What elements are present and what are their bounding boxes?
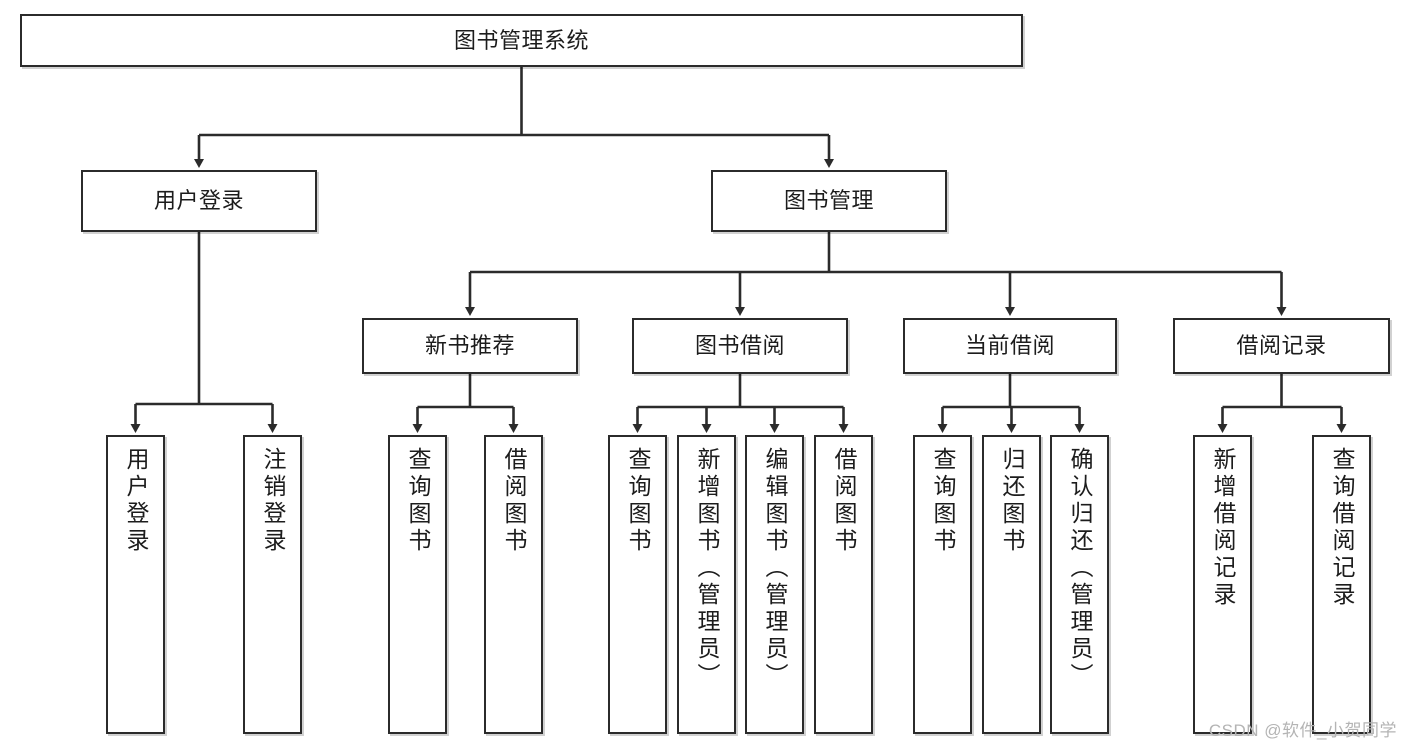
node-root-label: 图书管理系统 xyxy=(453,27,589,53)
node-user-login[interactable]: 用户登录 xyxy=(81,170,317,232)
node-book-borrow[interactable]: 图书借阅 xyxy=(632,318,848,374)
node-root[interactable]: 图书管理系统 xyxy=(20,14,1023,67)
node-book-manage-label: 图书管理 xyxy=(783,188,874,214)
node-current-borrow[interactable]: 当前借阅 xyxy=(903,318,1117,374)
node-new-book-recommend-label: 新书推荐 xyxy=(424,333,515,359)
node-leaf-add-borrow-record-label: 新增借阅记录 xyxy=(1210,447,1236,609)
node-borrow-record-label: 借阅记录 xyxy=(1236,333,1327,359)
node-leaf-borrow-book-rec-label: 借阅图书 xyxy=(501,447,527,555)
node-leaf-add-book-admin-label: 新增图书（管理员） xyxy=(694,447,720,690)
node-leaf-query-borrow-record[interactable]: 查询借阅记录 xyxy=(1312,435,1371,734)
node-leaf-edit-book-admin-label: 编辑图书（管理员） xyxy=(762,447,788,690)
node-leaf-query-book-rec[interactable]: 查询图书 xyxy=(388,435,447,734)
node-leaf-add-book-admin[interactable]: 新增图书（管理员） xyxy=(677,435,736,734)
node-leaf-confirm-return-admin-label: 确认归还（管理员） xyxy=(1067,447,1093,690)
node-leaf-logout-login-label: 注销登录 xyxy=(260,447,286,555)
node-leaf-query-book-cur[interactable]: 查询图书 xyxy=(913,435,972,734)
node-leaf-logout-login[interactable]: 注销登录 xyxy=(243,435,302,734)
node-leaf-query-book-borrow[interactable]: 查询图书 xyxy=(608,435,667,734)
watermark-text: CSDN @软件_小贺同学 xyxy=(1208,721,1397,740)
node-leaf-query-book-cur-label: 查询图书 xyxy=(930,447,956,555)
node-book-borrow-label: 图书借阅 xyxy=(694,333,785,359)
node-leaf-edit-book-admin[interactable]: 编辑图书（管理员） xyxy=(745,435,804,734)
node-leaf-user-login[interactable]: 用户登录 xyxy=(106,435,165,734)
node-leaf-query-book-rec-label: 查询图书 xyxy=(405,447,431,555)
node-leaf-borrow-book[interactable]: 借阅图书 xyxy=(814,435,873,734)
node-book-manage[interactable]: 图书管理 xyxy=(711,170,947,232)
node-leaf-borrow-book-rec[interactable]: 借阅图书 xyxy=(484,435,543,734)
node-leaf-confirm-return-admin[interactable]: 确认归还（管理员） xyxy=(1050,435,1109,734)
node-leaf-return-book-label: 归还图书 xyxy=(999,447,1025,555)
node-leaf-query-book-borrow-label: 查询图书 xyxy=(625,447,651,555)
node-leaf-borrow-book-label: 借阅图书 xyxy=(831,447,857,555)
node-leaf-add-borrow-record[interactable]: 新增借阅记录 xyxy=(1193,435,1252,734)
node-leaf-return-book[interactable]: 归还图书 xyxy=(982,435,1041,734)
node-leaf-query-borrow-record-label: 查询借阅记录 xyxy=(1329,447,1355,609)
node-user-login-label: 用户登录 xyxy=(153,188,244,214)
node-new-book-recommend[interactable]: 新书推荐 xyxy=(362,318,578,374)
node-current-borrow-label: 当前借阅 xyxy=(964,333,1055,359)
node-leaf-user-login-label: 用户登录 xyxy=(123,447,149,555)
node-borrow-record[interactable]: 借阅记录 xyxy=(1173,318,1390,374)
